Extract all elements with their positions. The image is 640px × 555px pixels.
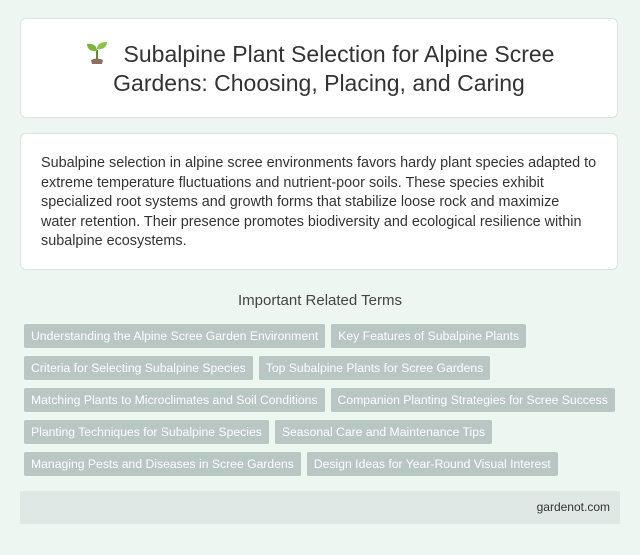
related-term-tag[interactable]: Companion Planting Strategies for Scree … <box>330 388 615 412</box>
title-card: Subalpine Plant Selection for Alpine Scr… <box>20 18 618 118</box>
related-term-tag[interactable]: Understanding the Alpine Scree Garden En… <box>24 324 326 348</box>
related-term-tag[interactable]: Key Features of Subalpine Plants <box>331 324 527 348</box>
page-title-text: Subalpine Plant Selection for Alpine Scr… <box>113 40 555 96</box>
related-term-tag[interactable]: Seasonal Care and Maintenance Tips <box>274 420 493 444</box>
sprout-icon <box>86 41 107 64</box>
related-term-tag[interactable]: Top Subalpine Plants for Scree Gardens <box>258 356 491 380</box>
related-terms-row: Planting Techniques for Subalpine Specie… <box>24 420 624 452</box>
related-terms-heading: Important Related Terms <box>238 292 402 309</box>
footer-site-link[interactable]: gardenot.com <box>536 500 610 514</box>
footer: gardenot.com <box>20 491 620 524</box>
page-title: Subalpine Plant Selection for Alpine Scr… <box>21 39 617 98</box>
related-term-tag[interactable]: Matching Plants to Microclimates and Soi… <box>24 388 325 412</box>
related-terms-row: Criteria for Selecting Subalpine Species… <box>24 356 624 388</box>
related-term-tag[interactable]: Planting Techniques for Subalpine Specie… <box>24 420 269 444</box>
related-term-tag[interactable]: Design Ideas for Year-Round Visual Inter… <box>306 452 558 476</box>
related-term-tag[interactable]: Criteria for Selecting Subalpine Species <box>24 356 253 380</box>
related-terms-row: Understanding the Alpine Scree Garden En… <box>24 324 624 356</box>
description-text: Subalpine selection in alpine scree envi… <box>41 155 597 249</box>
related-term-tag[interactable]: Managing Pests and Diseases in Scree Gar… <box>24 452 301 476</box>
related-terms-list: Understanding the Alpine Scree Garden En… <box>24 324 624 484</box>
description-card: Subalpine selection in alpine scree envi… <box>20 133 618 270</box>
related-terms-row: Matching Plants to Microclimates and Soi… <box>24 388 624 420</box>
related-terms-row: Managing Pests and Diseases in Scree Gar… <box>24 452 624 484</box>
